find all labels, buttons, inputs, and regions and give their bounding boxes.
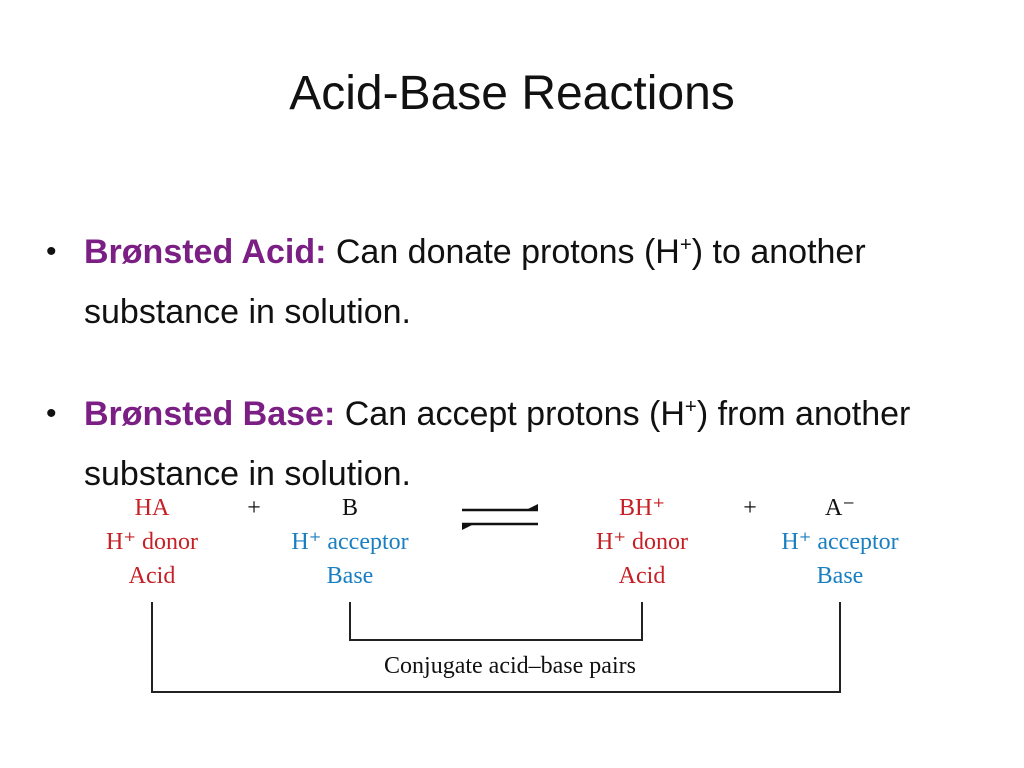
plus-sign: +: [247, 495, 261, 521]
species-bh-type: Acid: [618, 563, 666, 589]
equilibrium-arrows-icon: [462, 504, 538, 530]
species-ha-type: Acid: [128, 563, 176, 589]
bullet-item-acid: • Brønsted Acid: Can donate protons (H+)…: [46, 222, 986, 342]
superscript-plus: +: [684, 395, 697, 418]
bullet-term: Brønsted Base:: [84, 395, 336, 433]
plus-sign: +: [743, 495, 757, 521]
species-b-formula: B: [341, 495, 358, 521]
species-bh-role: H⁺ donor: [596, 529, 688, 555]
inner-pair-bracket: [349, 602, 643, 641]
species-ha-role: H⁺ donor: [106, 529, 198, 555]
species-b-role: H⁺ acceptor: [291, 529, 409, 555]
species-bh-formula: BH⁺: [618, 495, 665, 521]
bullet-list: • Brønsted Acid: Can donate protons (H+)…: [46, 222, 986, 546]
conjugate-pairs-label: Conjugate acid–base pairs: [384, 653, 636, 679]
species-a-type: Base: [816, 563, 864, 589]
species-b-type: Base: [326, 563, 374, 589]
bullet-term: Brønsted Acid:: [84, 233, 327, 271]
species-ha-formula: HA: [134, 495, 170, 521]
species-a-role: H⁺ acceptor: [781, 529, 899, 555]
bullet-dot-icon: •: [46, 235, 57, 268]
bullet-item-base: • Brønsted Base: Can accept protons (H+)…: [46, 384, 986, 504]
acid-base-diagram: HA H⁺ donor Acid + B H⁺ acceptor Base BH…: [60, 490, 960, 710]
bullet-text-rest: ) from another substance in solution.: [84, 395, 911, 493]
superscript-plus: +: [679, 233, 692, 256]
slide-title: Acid-Base Reactions: [289, 67, 735, 120]
diagram-lines: [151, 504, 841, 693]
bullet-text: Can donate protons (H: [326, 233, 680, 271]
bullet-text: Can accept protons (H: [335, 395, 685, 433]
species-a-formula: A⁻: [825, 495, 855, 521]
bullet-dot-icon: •: [46, 397, 57, 430]
outer-pair-bracket: [151, 602, 841, 693]
bullet-text-rest: ) to another substance in solution.: [84, 233, 866, 331]
